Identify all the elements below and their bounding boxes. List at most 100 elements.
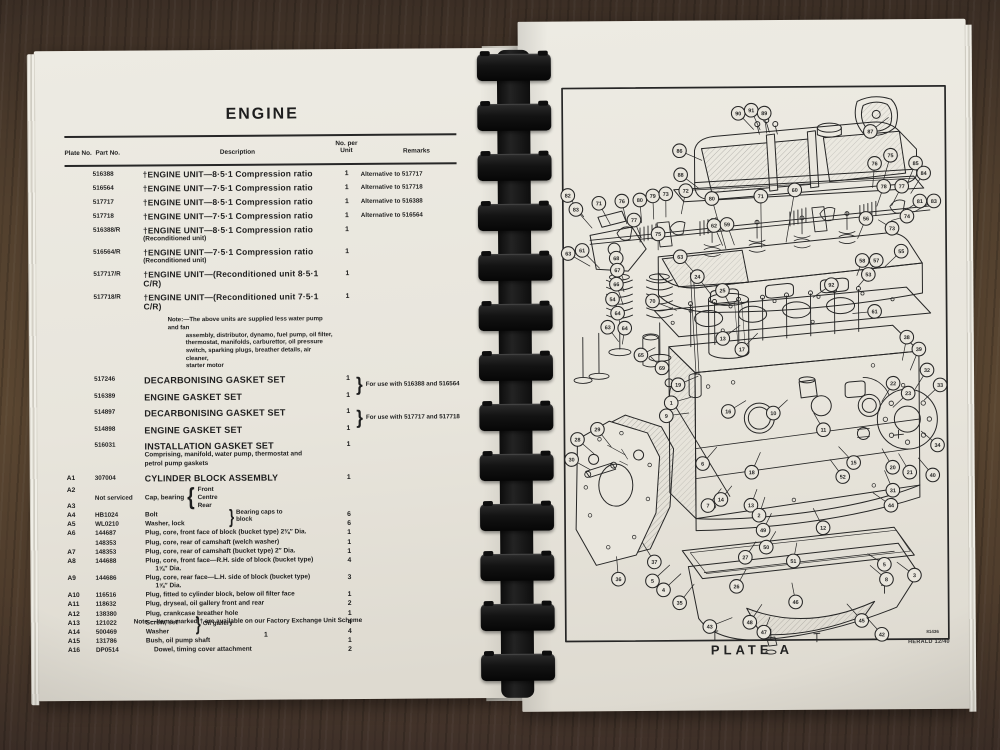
svg-text:65: 65	[638, 353, 644, 359]
svg-text:80: 80	[709, 196, 715, 202]
table-row: A1 307004 CYLINDER BLOCK ASSEMBLY 1	[66, 472, 351, 484]
svg-text:9: 9	[665, 414, 668, 420]
svg-text:76: 76	[872, 161, 878, 167]
table-row: A9 144686 Plug, core, rear face—L.H. sid…	[67, 573, 352, 590]
svg-text:29: 29	[594, 427, 600, 433]
svg-text:64: 64	[615, 311, 621, 317]
svg-text:69: 69	[659, 366, 665, 372]
svg-text:59: 59	[724, 222, 730, 228]
svg-text:78: 78	[881, 184, 887, 190]
svg-text:1: 1	[670, 401, 673, 407]
svg-text:77: 77	[631, 218, 637, 224]
svg-text:73: 73	[663, 192, 669, 198]
svg-text:80: 80	[637, 198, 643, 204]
svg-text:66: 66	[613, 282, 619, 288]
svg-text:17: 17	[739, 347, 745, 353]
svg-text:48: 48	[747, 620, 753, 626]
svg-text:11: 11	[821, 428, 827, 434]
svg-text:55: 55	[898, 249, 904, 255]
svg-text:51: 51	[790, 559, 796, 565]
svg-text:50: 50	[763, 545, 769, 551]
svg-text:31: 31	[890, 488, 896, 494]
svg-text:76: 76	[619, 199, 625, 205]
open-parts-manual: ENGINE Plate No. Part No. Description No…	[26, 17, 971, 724]
svg-text:62: 62	[711, 223, 717, 229]
svg-text:16: 16	[725, 409, 731, 415]
svg-text:45: 45	[859, 618, 865, 624]
svg-text:56: 56	[863, 216, 869, 222]
svg-text:14: 14	[718, 497, 724, 503]
svg-text:43: 43	[707, 625, 713, 631]
front-engine-plate	[575, 414, 675, 566]
svg-text:67: 67	[614, 268, 620, 274]
svg-text:47: 47	[761, 630, 767, 636]
svg-text:91: 91	[748, 108, 754, 114]
stay-bracket	[584, 461, 618, 478]
svg-text:63: 63	[677, 255, 683, 261]
svg-text:24: 24	[694, 275, 700, 281]
table-row: 516564/R †ENGINE UNIT—7·5·1 Compression …	[93, 245, 350, 265]
rule-top	[64, 133, 457, 139]
svg-text:83: 83	[931, 199, 937, 205]
header-description: Description	[219, 148, 256, 156]
table-row: 516388/R †ENGINE UNIT—8·5·1 Compression …	[92, 223, 349, 243]
svg-text:8: 8	[885, 577, 888, 583]
header-plate-no: Plate No.	[64, 149, 92, 158]
svg-text:28: 28	[574, 437, 580, 443]
rule-header-bottom	[64, 162, 457, 168]
table-row: A8 144688 Plug, core, front face—R.H. si…	[67, 556, 352, 573]
svg-text:61: 61	[872, 309, 878, 315]
svg-text:72: 72	[683, 189, 689, 195]
svg-text:85: 85	[913, 161, 919, 167]
svg-text:64: 64	[622, 326, 628, 332]
svg-text:18: 18	[749, 470, 755, 476]
drawing-code: 81436	[926, 629, 939, 634]
svg-text:32: 32	[924, 368, 930, 374]
svg-text:92: 92	[828, 283, 834, 289]
cylinder-block	[664, 286, 921, 532]
svg-text:90: 90	[735, 111, 741, 117]
svg-text:23: 23	[905, 391, 911, 397]
svg-text:52: 52	[840, 475, 846, 481]
svg-text:25: 25	[719, 288, 725, 294]
svg-text:12: 12	[820, 526, 826, 532]
page-title: ENGINE	[225, 105, 299, 123]
svg-text:70: 70	[650, 299, 656, 305]
header-remarks: Remarks	[402, 147, 430, 155]
header-part-no: Part No.	[95, 149, 121, 157]
table-row: A16 DP0514 Dowel, timing cover attachmen…	[67, 645, 352, 655]
svg-text:74: 74	[904, 214, 910, 220]
svg-text:35: 35	[677, 601, 683, 607]
svg-text:77: 77	[899, 184, 905, 190]
svg-text:15: 15	[851, 460, 857, 466]
svg-text:10: 10	[770, 411, 776, 417]
svg-text:54: 54	[609, 297, 615, 303]
table-row: 516564 †ENGINE UNIT—7·5·1 Compression ra…	[92, 182, 423, 194]
svg-text:81: 81	[917, 199, 923, 205]
svg-text:60: 60	[792, 188, 798, 194]
table-row: 517718 †ENGINE UNIT—7·5·1 Compression ra…	[92, 210, 423, 222]
svg-text:89: 89	[761, 111, 767, 117]
svg-text:63: 63	[605, 325, 611, 331]
sump-gasket	[681, 526, 915, 580]
svg-text:73: 73	[889, 226, 895, 232]
svg-text:3: 3	[913, 573, 916, 579]
table-row: 517246 DECARBONISING GASKET SET 1 }For u…	[94, 373, 460, 396]
svg-text:38: 38	[904, 335, 910, 341]
svg-text:63: 63	[565, 251, 571, 257]
svg-text:19: 19	[675, 383, 681, 389]
table-row: 514897 DECARBONISING GASKET SET 1 }For u…	[94, 406, 460, 429]
svg-text:22: 22	[890, 381, 896, 387]
svg-text:5: 5	[883, 562, 886, 568]
svg-text:44: 44	[888, 503, 894, 509]
svg-text:5: 5	[651, 579, 654, 585]
svg-text:71: 71	[596, 201, 602, 207]
svg-text:2: 2	[758, 513, 761, 519]
svg-text:37: 37	[651, 560, 657, 566]
svg-text:79: 79	[650, 194, 656, 200]
table-row: 517717/R †ENGINE UNIT—(Reconditioned uni…	[93, 267, 350, 289]
